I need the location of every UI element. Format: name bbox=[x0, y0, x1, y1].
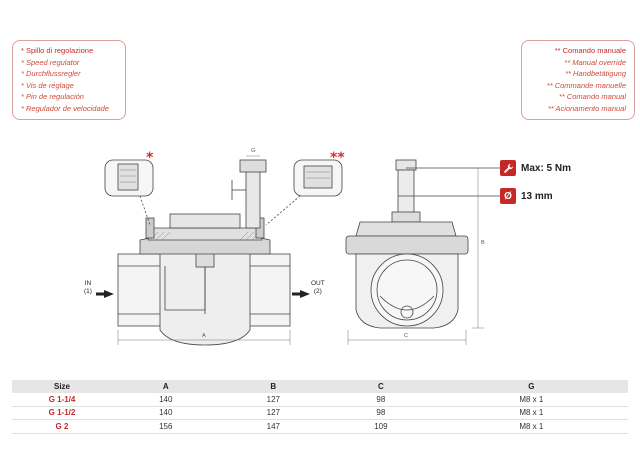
wrench-icon bbox=[500, 160, 516, 176]
table-row: G 1-1/4 140 127 98 M8 x 1 bbox=[12, 393, 628, 407]
dimension-a bbox=[117, 330, 291, 345]
dimensions-table: Size A B C G G 1-1/4 140 127 98 M8 x 1 G… bbox=[12, 380, 628, 434]
table-row: G 2 156 147 109 M8 x 1 bbox=[12, 419, 628, 434]
table-cell: 98 bbox=[327, 393, 435, 407]
size-cell: G 1-1/2 bbox=[12, 406, 112, 420]
legend-title: * Spillo di regolazione bbox=[21, 46, 94, 55]
legend-item: * Regulador de velocidade bbox=[21, 103, 109, 113]
table-header: A bbox=[112, 380, 220, 393]
manual-override-detail bbox=[265, 159, 343, 226]
legend-item: ** Acionamento manual bbox=[547, 103, 626, 113]
legend-item: ** Commande manuelle bbox=[546, 80, 626, 90]
table-cell: M8 x 1 bbox=[434, 419, 628, 434]
valve-front-view bbox=[345, 159, 500, 345]
legend-item: * Durchflussregler bbox=[21, 69, 81, 79]
manual-override-legend: ** Comando manuale ** Manual override **… bbox=[521, 40, 635, 120]
table-header: Size bbox=[12, 380, 112, 393]
legend-item: * Pin de regulación bbox=[21, 92, 84, 102]
manual-override-marker: ** bbox=[330, 150, 345, 166]
dimension-a-label: A bbox=[202, 333, 206, 339]
speed-regulator-marker: * bbox=[146, 150, 154, 166]
valve-body-section bbox=[117, 159, 291, 346]
legend-item: ** Handbetätigung bbox=[565, 69, 626, 79]
table-header-row: Size A B C G bbox=[12, 380, 628, 393]
dimension-b-label: B bbox=[481, 240, 485, 246]
legend-title: ** Comando manuale bbox=[554, 46, 626, 55]
dimension-g-label: G bbox=[251, 148, 256, 154]
diameter-icon: Ø bbox=[500, 188, 516, 204]
table-cell: 156 bbox=[112, 419, 220, 434]
inlet-port-label: IN (1) bbox=[84, 280, 92, 295]
table-cell: 127 bbox=[219, 393, 328, 407]
legend-item: * Speed regulator bbox=[21, 57, 80, 67]
table-cell: 127 bbox=[219, 406, 328, 420]
size-cell: G 2 bbox=[12, 419, 112, 434]
legend-item: ** Manual override bbox=[564, 57, 626, 67]
size-cell: G 1-1/4 bbox=[12, 393, 112, 407]
legend-item: * Vis de réglage bbox=[21, 80, 74, 90]
table-row: G 1-1/2 140 127 98 M8 x 1 bbox=[12, 406, 628, 420]
table-header: G bbox=[434, 380, 628, 393]
table-cell: 140 bbox=[112, 393, 220, 407]
speed-regulator-legend: * Spillo di regolazione * Speed regulato… bbox=[12, 40, 126, 120]
table-cell: 109 bbox=[327, 419, 435, 434]
table-cell: 147 bbox=[219, 419, 328, 434]
valve-technical-drawing bbox=[96, 155, 500, 346]
outlet-port-label: OUT (2) bbox=[311, 280, 325, 295]
table-cell: M8 x 1 bbox=[434, 406, 628, 420]
table-cell: M8 x 1 bbox=[434, 393, 628, 407]
torque-value: Max: 5 Nm bbox=[521, 162, 572, 174]
speed-regulator-detail bbox=[104, 159, 154, 226]
legend-item: ** Comando manual bbox=[558, 92, 626, 102]
table-cell: 140 bbox=[112, 406, 220, 420]
table-cell: 98 bbox=[327, 406, 435, 420]
flow-arrows bbox=[96, 290, 310, 298]
table-header: B bbox=[219, 380, 328, 393]
dimension-c-label: C bbox=[404, 333, 408, 339]
diameter-value: 13 mm bbox=[521, 190, 553, 202]
torque-spec: Max: 5 Nm bbox=[500, 160, 571, 176]
table-header: C bbox=[327, 380, 435, 393]
diameter-spec: Ø 13 mm bbox=[500, 188, 553, 204]
